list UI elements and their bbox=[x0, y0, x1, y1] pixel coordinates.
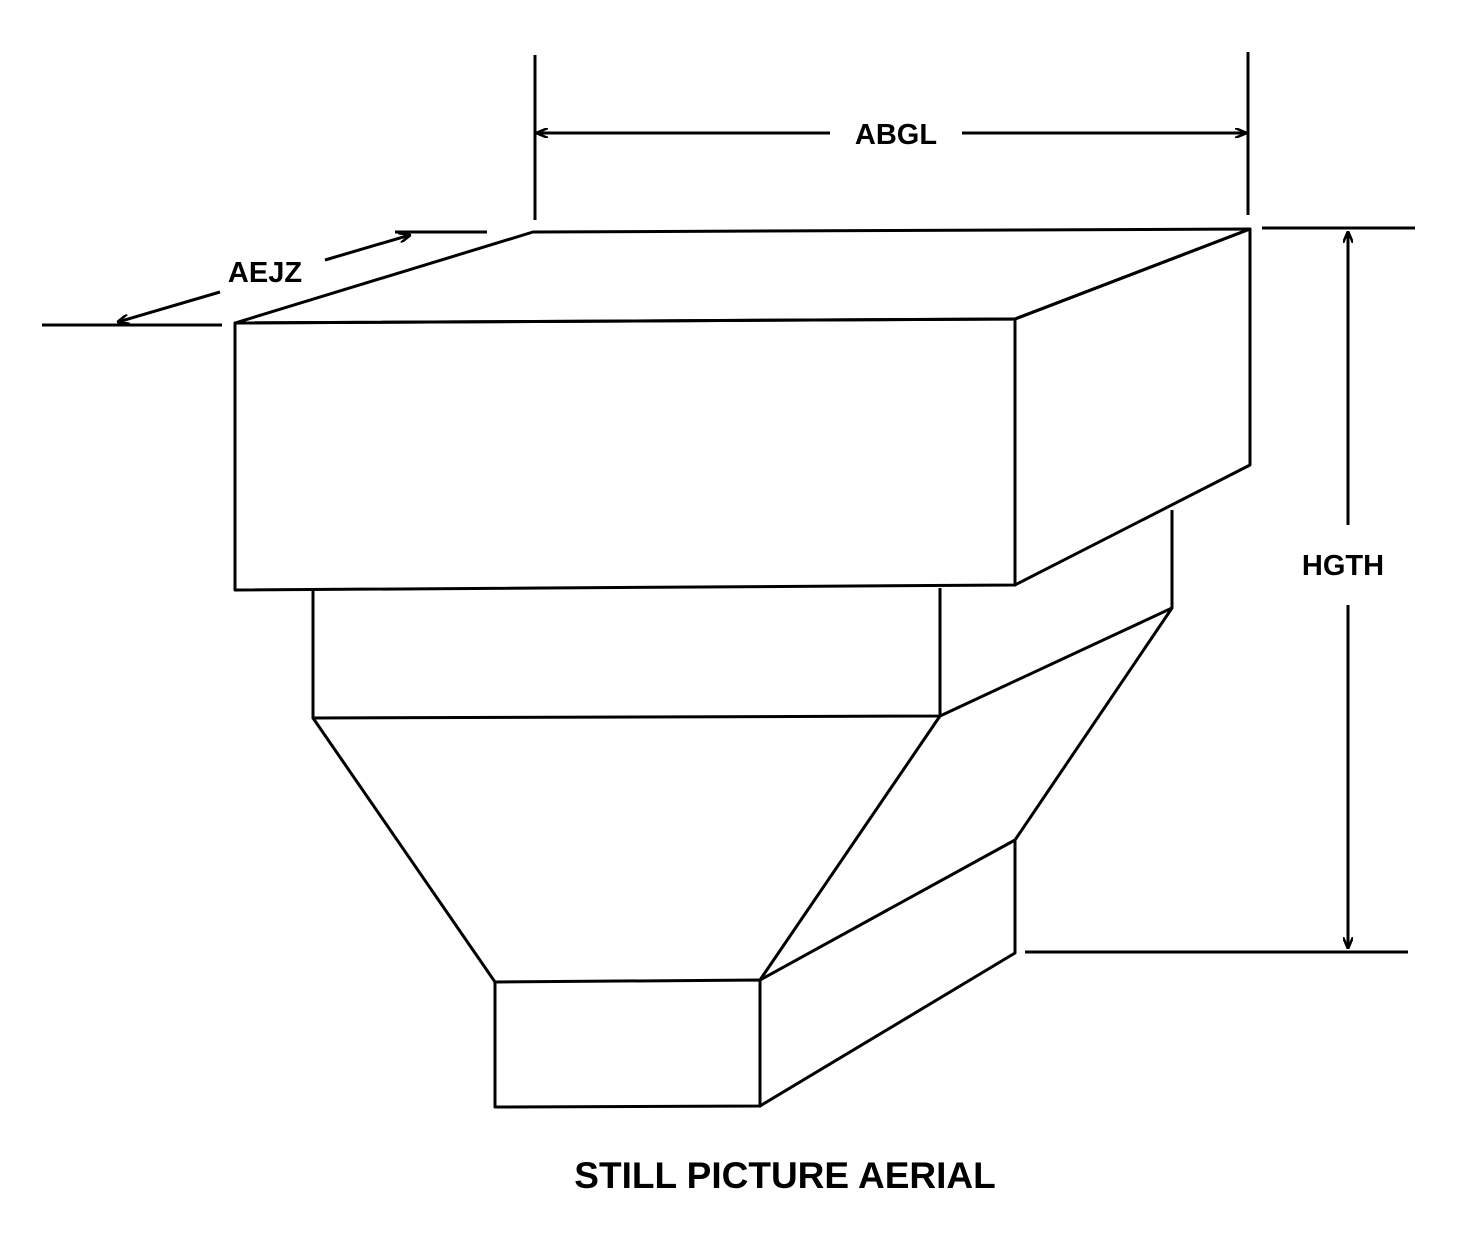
middle-box bbox=[311, 510, 1174, 720]
height-dimension: HGTH bbox=[1025, 226, 1415, 954]
width-dimension: AEJZ bbox=[42, 230, 487, 327]
diagram-title: STILL PICTURE AERIAL bbox=[574, 1155, 995, 1196]
bottom-box bbox=[493, 838, 1017, 1109]
height-label: HGTH bbox=[1302, 550, 1384, 582]
length-dimension: ABGL bbox=[533, 52, 1250, 220]
width-label: AEJZ bbox=[228, 257, 302, 289]
top-box bbox=[233, 227, 1252, 592]
length-label: ABGL bbox=[855, 119, 937, 151]
tapered-section bbox=[311, 607, 1174, 983]
